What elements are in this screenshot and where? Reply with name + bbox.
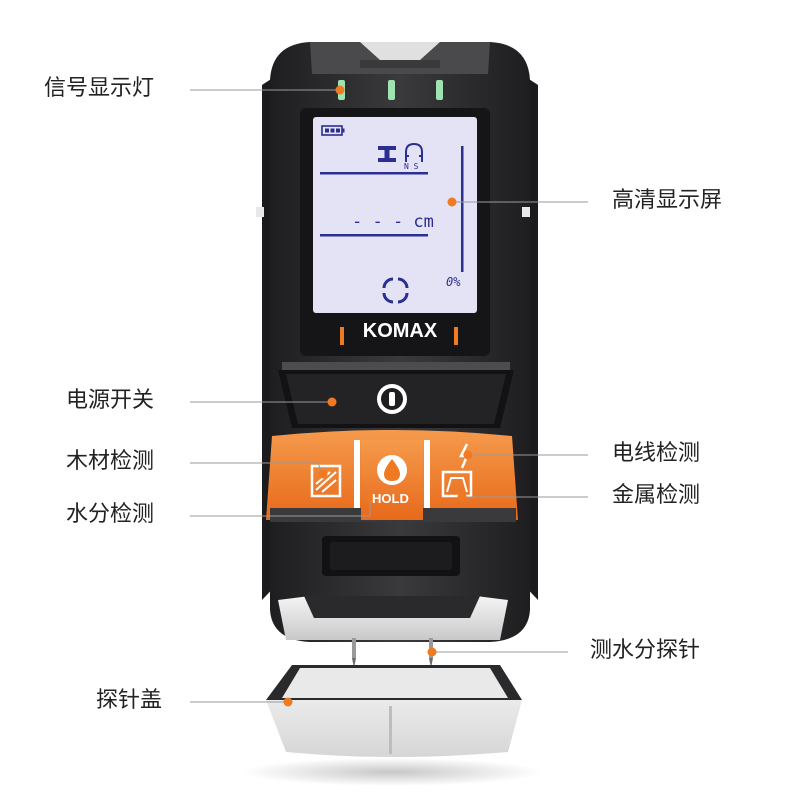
ibeam-icon xyxy=(378,146,396,162)
magnet-icon xyxy=(405,142,423,162)
signal-led-center xyxy=(388,80,395,100)
ground-shadow xyxy=(242,758,542,786)
callout-wire-detect: 电线检测 xyxy=(612,441,701,466)
callout-wood-detect: 木材检测 xyxy=(66,449,155,474)
top-notch xyxy=(360,42,440,60)
lcd-screen xyxy=(313,117,477,313)
signal-led-right xyxy=(436,80,443,100)
metal-icon xyxy=(441,470,473,498)
callout-hd-screen: 高清显示屏 xyxy=(612,188,723,213)
callout-lines xyxy=(190,89,588,703)
callout-dots xyxy=(283,85,473,707)
callout-moisture-detect: 水分检测 xyxy=(66,502,155,527)
brand-logo-text: KOMAX xyxy=(362,320,438,342)
lcd-ns-label: N S xyxy=(404,162,419,171)
callout-metal-detect: 金属检测 xyxy=(612,483,701,508)
lcd-bargraph xyxy=(461,146,464,272)
lcd-distance-readout: - - - cm xyxy=(352,212,434,232)
wood-icon xyxy=(310,464,342,498)
callout-power-switch: 电源开关 xyxy=(66,388,155,413)
power-icon xyxy=(389,392,395,406)
target-icon xyxy=(382,277,409,304)
water-drop-icon xyxy=(384,459,400,481)
lcd-contents xyxy=(320,125,464,304)
callout-moisture-probe: 测水分探针 xyxy=(590,638,701,663)
callout-probe-cap: 探针盖 xyxy=(96,688,163,713)
callout-signal-light: 信号显示灯 xyxy=(44,76,155,101)
moisture-probe-pins xyxy=(352,638,433,668)
lcd-percent-readout: 0% xyxy=(446,275,461,289)
hold-label: HOLD xyxy=(372,491,409,506)
